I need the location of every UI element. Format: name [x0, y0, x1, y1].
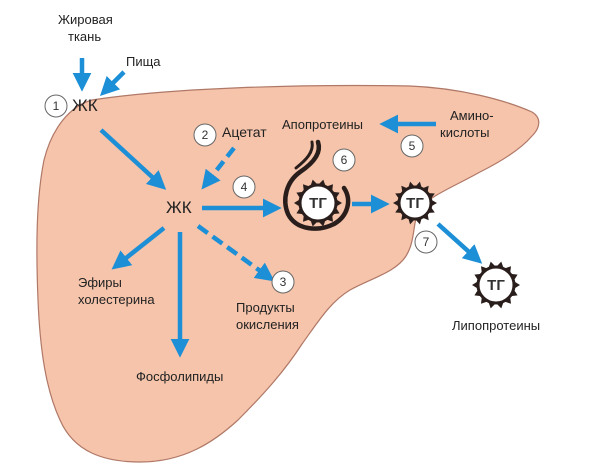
step-number-6: 6 [341, 153, 348, 167]
tg-circle-3 [476, 265, 516, 305]
step-number-2: 2 [202, 128, 209, 142]
arrow-acetate-to-fa [201, 146, 236, 190]
golgi-hook-inner [294, 140, 314, 170]
step-number-4: 4 [241, 180, 248, 194]
arrows-group [72, 58, 483, 358]
label-amino-line1: Амино- [450, 108, 494, 123]
arrow-fa-to-oxidation [196, 224, 275, 282]
label-amino-line2: кислоты [440, 125, 489, 140]
tg-circle-2 [397, 185, 433, 221]
label-food: Пища [126, 54, 161, 69]
arrow-food-to-fa [99, 70, 126, 97]
arrow-tg-to-lipoprotein [436, 222, 483, 264]
step-number-1: 1 [53, 99, 60, 113]
label-acetate: Ацетат [222, 124, 267, 140]
label-adipose-line1: Жировая [58, 12, 113, 27]
label-phospholipids: Фосфолипиды [136, 369, 223, 384]
step-number-5: 5 [409, 139, 416, 153]
tg-label-2: ТГ [406, 195, 424, 212]
tg-label-1: ТГ [309, 195, 327, 212]
arrow-fa-to-esters [111, 226, 166, 270]
step-circle-1 [44, 94, 68, 118]
label-esters-line1: Эфиры [78, 275, 122, 290]
step-markers: 1 2 3 4 5 6 7 [44, 94, 438, 294]
step-circle-5 [400, 134, 424, 158]
step-number-7: 7 [423, 235, 430, 249]
label-adipose-line2: ткань [68, 29, 101, 44]
golgi-hook [283, 139, 351, 231]
step-number-3: 3 [280, 275, 287, 289]
tg-label-3: ТГ [487, 277, 505, 294]
label-lipoproteins: Липопротеины [452, 318, 540, 333]
arrow-fa-to-fa-center [99, 128, 167, 190]
label-fa-center: ЖК [166, 198, 192, 217]
step-circle-6 [332, 148, 356, 172]
tg-circle-1 [298, 183, 338, 223]
step-circle-3 [271, 270, 295, 294]
step-circle-4 [232, 175, 256, 199]
label-oxidation-line1: Продукты [236, 300, 295, 315]
label-oxidation-line2: окисления [236, 317, 299, 332]
label-fa-top: ЖК [72, 96, 98, 115]
step-circle-7 [414, 230, 438, 254]
step-circle-2 [193, 123, 217, 147]
label-apoproteins: Апопротеины [282, 117, 363, 132]
label-esters-line2: холестерина [78, 292, 155, 307]
